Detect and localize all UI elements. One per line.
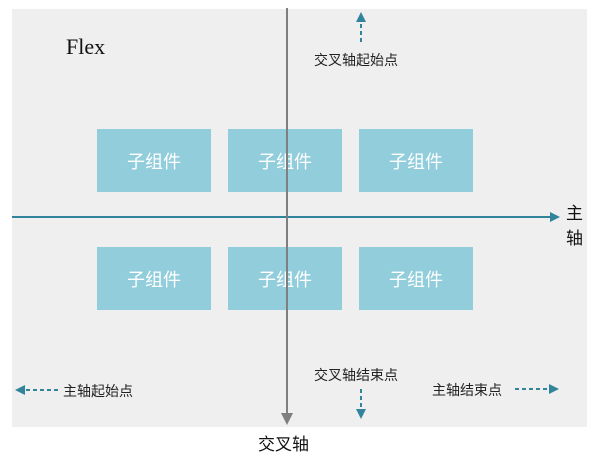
child-box: 子组件 [97,247,211,310]
child-box: 子组件 [228,129,342,192]
main-start-label: 主轴起始点 [63,384,133,400]
cross-axis-label: 交叉轴 [258,435,309,455]
child-box: 子组件 [359,247,473,310]
child-box: 子组件 [228,247,342,310]
child-box: 子组件 [359,129,473,192]
cross-end-label: 交叉轴结束点 [314,368,398,384]
flex-title: Flex [66,34,106,59]
main-axis-label-top: 主 [566,204,583,224]
main-end-label: 主轴结束点 [432,383,502,399]
cross-start-label: 交叉轴起始点 [314,53,398,69]
main-axis-label-bottom: 轴 [566,229,583,249]
child-box: 子组件 [97,129,211,192]
